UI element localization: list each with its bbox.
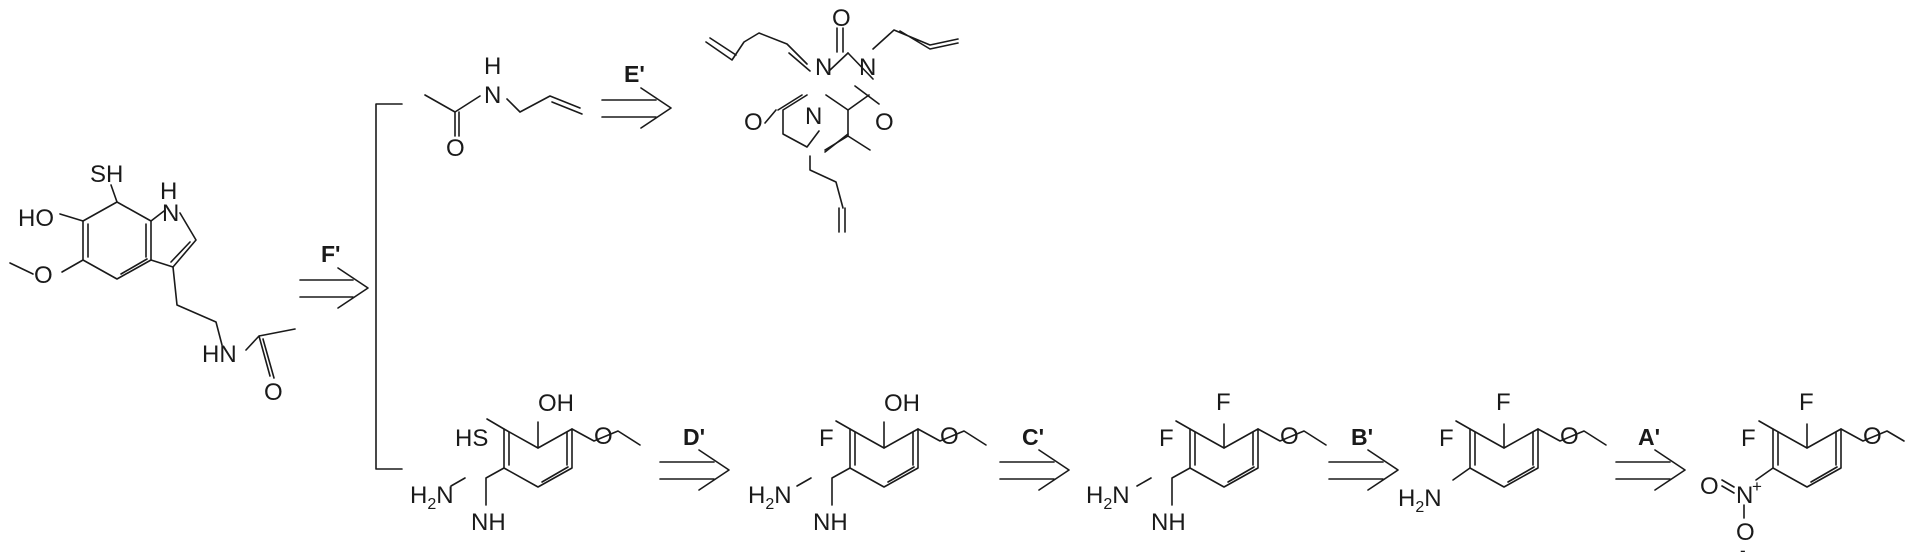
- atom-nh: NH: [471, 509, 506, 536]
- retro-arrow-d: D': [659, 424, 730, 491]
- atom-o: O: [1700, 473, 1719, 500]
- atom-o: O: [594, 423, 613, 450]
- molecule-n-allylacetamide: H N O: [424, 53, 583, 162]
- atom-h: H: [160, 178, 177, 205]
- atom-f: F: [1496, 389, 1511, 416]
- atom-o: O: [940, 423, 959, 450]
- atom-hn: HN: [202, 341, 237, 368]
- atom-n: N: [805, 103, 822, 130]
- atom-oh: OH: [884, 390, 920, 417]
- molecule-difluoro-methoxyphenylhydrazine: F O F H2N NH: [1086, 389, 1327, 536]
- atom-n: N: [162, 200, 179, 227]
- atom-h2n: H2N: [1086, 482, 1130, 513]
- atom-sh: SH: [90, 161, 123, 188]
- atom-oh: OH: [538, 390, 574, 417]
- atom-o: O: [264, 379, 283, 406]
- molecule-triallyl-isocyanurate: O N N O O N: [705, 5, 959, 233]
- step-label-c: C': [1022, 424, 1044, 450]
- atom-o: O: [1736, 519, 1755, 546]
- target-molecule: SH H N HO O HN O: [9, 161, 296, 406]
- step-label-a: A': [1638, 424, 1660, 450]
- atom-h: H: [484, 53, 501, 80]
- retro-arrow-e: E': [601, 61, 672, 129]
- atom-hs: HS: [455, 425, 488, 452]
- molecule-fluoro-hydrazinyl-methoxyphenol: OH O F H2N NH: [748, 390, 987, 536]
- retro-arrow-b: B': [1328, 424, 1399, 491]
- atom-f: F: [819, 425, 834, 452]
- disconnection-bracket: [375, 103, 403, 470]
- atom-charge-plus: +: [1752, 477, 1762, 496]
- step-label-d: D': [683, 424, 705, 450]
- atom-o: O: [744, 109, 763, 136]
- atom-o: O: [875, 109, 894, 136]
- atom-o: O: [1863, 423, 1882, 450]
- atom-f: F: [1159, 425, 1174, 452]
- atom-n: N: [1736, 482, 1753, 509]
- atom-o: O: [1280, 423, 1299, 450]
- molecule-mercapto-hydrazinyl-methoxyphenol: OH O HS H2N NH: [410, 390, 641, 536]
- atom-n: N: [859, 54, 876, 81]
- molecule-difluoro-methoxyaniline: F O F H2N: [1398, 389, 1607, 516]
- step-label-b: B': [1351, 424, 1373, 450]
- retro-arrow-f: F': [299, 241, 369, 309]
- atom-o: O: [832, 5, 851, 32]
- atom-o: O: [1560, 423, 1579, 450]
- atom-f: F: [1799, 389, 1814, 416]
- atom-f: F: [1439, 425, 1454, 452]
- molecule-difluoro-methoxynitrobenzene: F O F O N + O -: [1700, 389, 1905, 559]
- step-label-e: E': [624, 61, 645, 87]
- atom-charge-minus: -: [1740, 541, 1746, 559]
- atom-h2n: H2N: [748, 482, 792, 513]
- atom-h2n: H2N: [410, 482, 454, 513]
- atom-h2n: H2N: [1398, 485, 1442, 516]
- step-label-f: F': [321, 241, 341, 267]
- atom-n: N: [815, 54, 832, 81]
- atom-n: N: [484, 82, 501, 109]
- atom-nh: NH: [1151, 509, 1186, 536]
- atom-ho: HO: [18, 205, 54, 232]
- retro-arrow-c: C': [999, 424, 1070, 491]
- retro-arrow-a: A': [1615, 424, 1686, 491]
- atom-o: O: [34, 262, 53, 289]
- atom-f: F: [1216, 389, 1231, 416]
- atom-nh: NH: [813, 509, 848, 536]
- atom-f: F: [1741, 425, 1756, 452]
- atom-o: O: [446, 135, 465, 162]
